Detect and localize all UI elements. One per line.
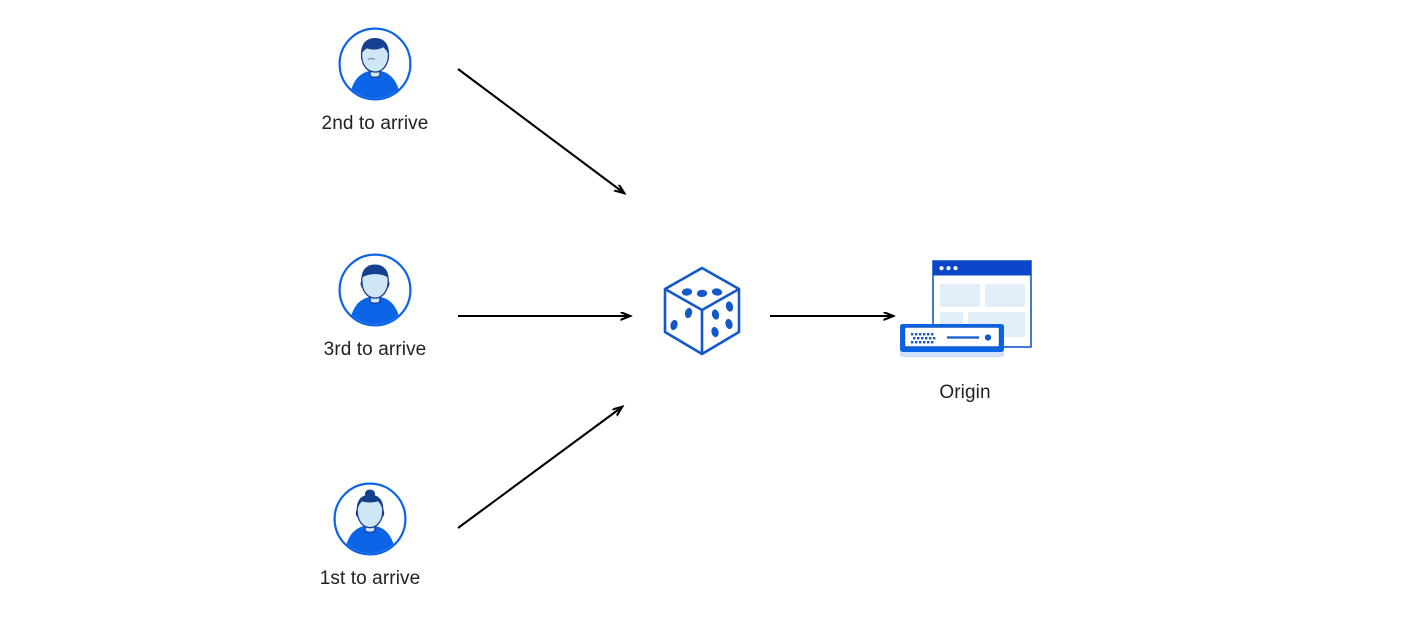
node-label: 2nd to arrive <box>321 113 429 134</box>
dice-cube-icon <box>655 262 749 362</box>
arrow-2nd-to-dice <box>457 68 624 193</box>
node-label: 1st to arrive <box>319 568 421 589</box>
node-origin[interactable]: Origin <box>895 258 1035 404</box>
node-client-2nd[interactable]: 2nd to arrive <box>311 26 439 135</box>
user-avatar-icon <box>332 481 408 557</box>
node-client-3rd[interactable]: 3rd to arrive <box>311 252 439 361</box>
node-client-1st[interactable]: 1st to arrive <box>306 481 434 590</box>
arrow-1st-to-dice <box>457 407 622 529</box>
node-randomizer[interactable] <box>655 262 749 362</box>
user-avatar-icon <box>337 26 413 102</box>
node-label: 3rd to arrive <box>323 339 427 360</box>
node-label: Origin <box>939 382 991 403</box>
user-avatar-icon <box>337 252 413 328</box>
origin-server-icon <box>895 258 1035 368</box>
